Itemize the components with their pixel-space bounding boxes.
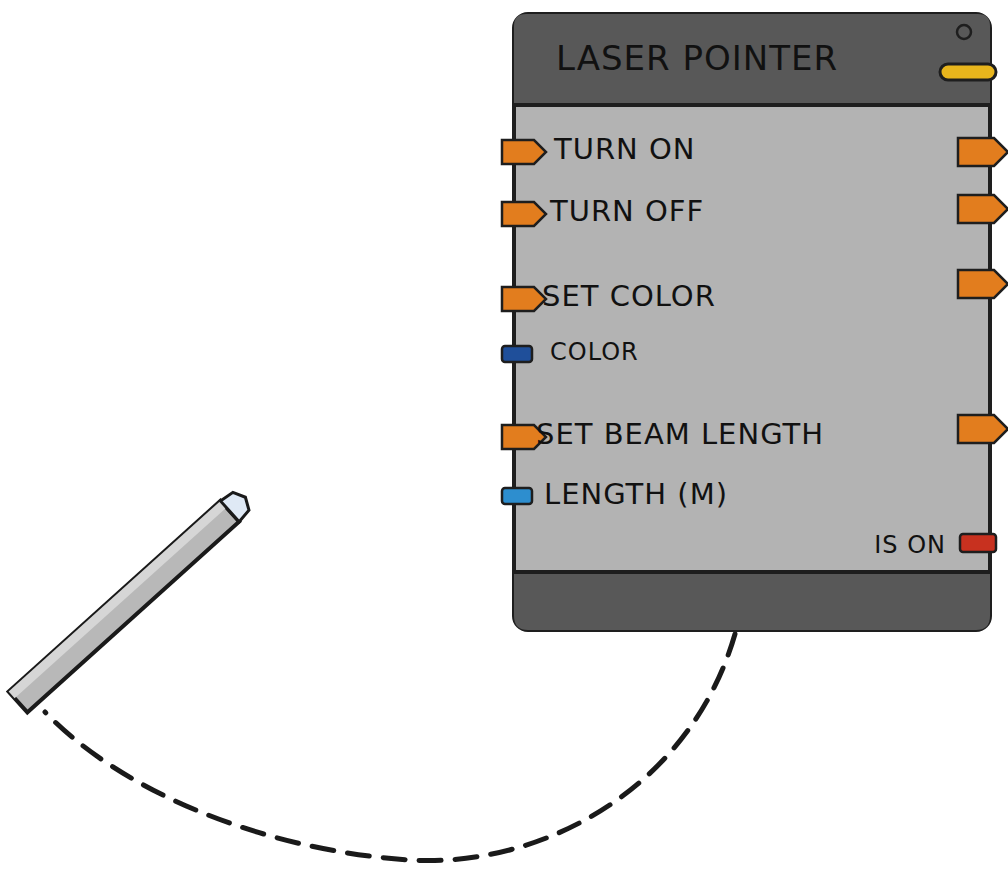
pin-label: COLOR bbox=[550, 338, 639, 366]
pen-body bbox=[9, 501, 240, 713]
pin-label: SET COLOR bbox=[542, 279, 716, 313]
exec-input-pin bbox=[502, 140, 546, 164]
node-title: LASER POINTER bbox=[556, 38, 838, 78]
pin-label: SET BEAM LENGTH bbox=[536, 417, 824, 451]
laser-pen bbox=[9, 487, 255, 713]
node-panel: LASER POINTER TURN ON TURN OFF SET COLOR COL… bbox=[512, 12, 992, 632]
data-input-pin bbox=[502, 346, 532, 362]
bool-output-pin bbox=[960, 534, 996, 552]
exec-output-pin bbox=[958, 415, 1008, 443]
pin-label: TURN ON bbox=[554, 132, 696, 166]
exec-input-pin bbox=[502, 287, 546, 311]
exec-output-pin bbox=[958, 270, 1008, 298]
exec-output-pin bbox=[958, 138, 1008, 166]
dashed-cable bbox=[45, 634, 735, 861]
panel-header bbox=[514, 14, 990, 105]
pen-lens bbox=[220, 487, 254, 522]
header-port bbox=[940, 64, 996, 80]
data-input-pin bbox=[502, 488, 532, 504]
exec-output-pin bbox=[958, 195, 1008, 223]
corner-icon bbox=[957, 25, 971, 39]
pin-label: IS ON bbox=[874, 531, 946, 559]
footer-rule bbox=[514, 570, 990, 574]
exec-input-pin bbox=[502, 202, 546, 226]
pen-highlight bbox=[9, 501, 227, 698]
panel-footer bbox=[514, 572, 990, 630]
pin-label: TURN OFF bbox=[550, 194, 704, 228]
pin-label: LENGTH (M) bbox=[544, 477, 728, 511]
header-rule bbox=[514, 103, 990, 107]
